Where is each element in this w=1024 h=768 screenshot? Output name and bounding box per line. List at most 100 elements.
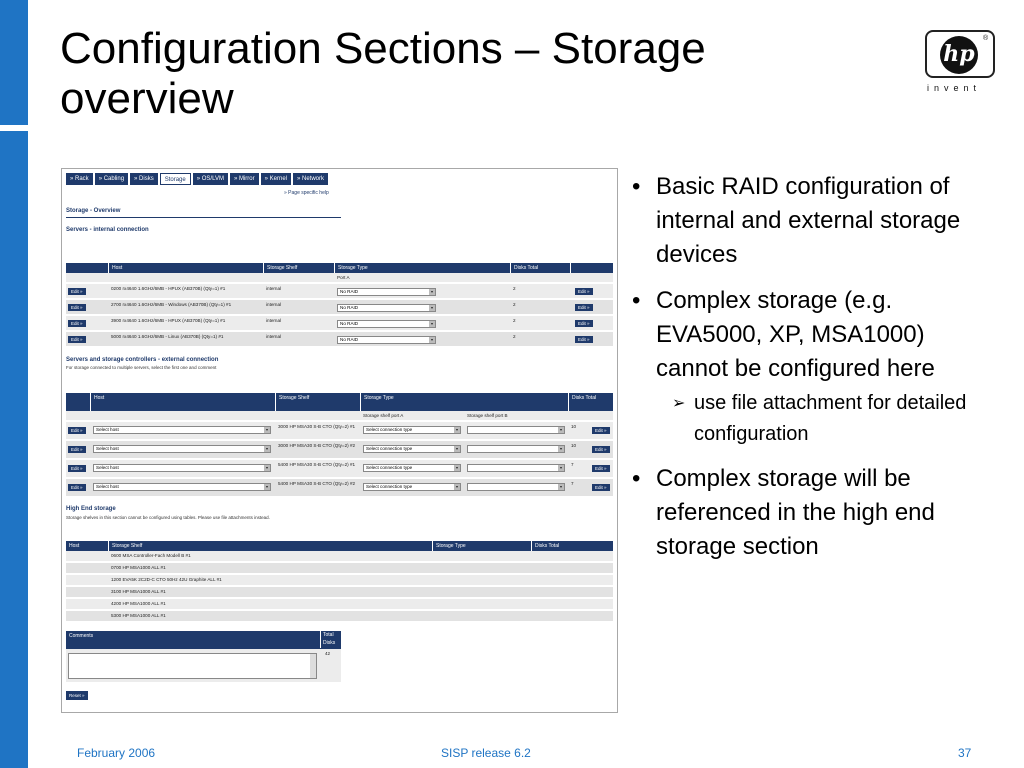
port-a-select[interactable]: Select connection type▾ xyxy=(363,445,461,453)
tab-kernel[interactable]: » Kernel xyxy=(260,173,291,185)
row-edit-button[interactable]: Edit » xyxy=(575,320,593,327)
edit-button[interactable]: Edit » xyxy=(68,288,86,295)
port-b-select[interactable]: ▾ xyxy=(467,483,565,491)
internal-col-shelf: Storage Shelf xyxy=(263,263,334,273)
tab-rack[interactable]: » Rack xyxy=(66,173,93,185)
row-edit-button[interactable]: Edit » xyxy=(575,304,593,311)
shelf-cell: internal xyxy=(266,318,282,323)
table-row: Edit » 0200 rx4640 1.6GHz/6MB - HPUX (AB… xyxy=(66,284,613,299)
internal-col-disks: Disks Total xyxy=(510,263,570,273)
row-edit-button[interactable]: Edit » xyxy=(575,336,593,343)
highend-section-title: High End storage xyxy=(66,506,116,512)
storage-type-value: No RAID xyxy=(340,321,359,326)
edit-button[interactable]: Edit » xyxy=(68,304,86,311)
tab-bar: » Rack » Cabling » Disks Storage » OS/LV… xyxy=(66,173,330,185)
external-col-disks: Disks Total xyxy=(568,393,596,411)
table-row: 1200 EVA5K 2C2D-C CTO 50Hz 42U Graphite … xyxy=(66,575,613,586)
textarea-scrollbar[interactable] xyxy=(310,654,316,678)
reset-button[interactable]: Reset » xyxy=(66,691,88,700)
highend-section-subtitle: Storage shelves in this section cannot b… xyxy=(66,515,270,520)
tab-disks[interactable]: » Disks xyxy=(130,173,158,185)
tab-os-lvm[interactable]: » OS/LVM xyxy=(192,173,228,185)
hp-logo-frame: hp ® xyxy=(925,30,995,78)
row-edit-button[interactable]: Edit » xyxy=(592,446,610,453)
port-b-select[interactable]: ▾ xyxy=(467,426,565,434)
total-label-line-2: Disks xyxy=(320,639,341,648)
port-a-select[interactable]: Select connection type ▾ xyxy=(363,464,461,472)
row-edit-button[interactable]: Edit » xyxy=(575,288,593,295)
internal-table-header: Host Storage Shelf Storage Type Disks To… xyxy=(66,263,613,273)
table-row: Edit » 3900 rx4640 1.6GHz/6MB - HPUX (AB… xyxy=(66,316,613,331)
host-select[interactable]: Select host▾ xyxy=(93,464,271,472)
total-label-line-1: Total xyxy=(320,631,341,640)
row-edit-button[interactable]: Edit » xyxy=(592,427,610,434)
side-bar-notch xyxy=(0,125,28,131)
chevron-down-icon: ▾ xyxy=(429,321,435,327)
row-edit-button[interactable]: Edit » xyxy=(592,465,610,472)
sub-bullet-item: ➢use file attachment for detailed config… xyxy=(628,388,998,450)
external-col-host: Host xyxy=(90,393,275,411)
storage-type-select[interactable]: No RAID▾ xyxy=(337,288,436,296)
port-a-select[interactable]: Select connection type▾ xyxy=(363,426,461,434)
table-row: 4200 HP MSA1000 ALL #1 xyxy=(66,599,613,610)
shelf-cell: internal xyxy=(266,302,282,307)
host-select[interactable]: Select host▾ xyxy=(93,483,271,491)
port-a-label: Port A xyxy=(337,275,350,280)
edit-button[interactable]: Edit » xyxy=(68,484,86,491)
bullet-item: •Basic RAID configuration of internal an… xyxy=(628,170,998,272)
storage-type-value: No RAID xyxy=(340,305,359,310)
shelf-cell: 5400 HP MSA30 S-B CTO (Qty=2) #1 xyxy=(278,462,356,467)
storage-type-select[interactable]: No RAID ▾ xyxy=(337,320,436,328)
bullet-dot-icon: • xyxy=(632,173,641,200)
storage-page-title: Storage - Overview xyxy=(66,208,121,214)
edit-button[interactable]: Edit » xyxy=(68,336,86,343)
host-select-value: Select host xyxy=(96,427,119,432)
shelf-cell: 3000 HP MSA30 S-B CTO (Qty=2) #1 xyxy=(278,424,356,429)
disks-cell: 2 xyxy=(513,318,516,323)
app-screenshot: » Rack » Cabling » Disks Storage » OS/LV… xyxy=(61,168,618,713)
slide-title-line-2: overview xyxy=(60,74,234,123)
bullet-item: •Complex storage will be referenced in t… xyxy=(628,462,998,564)
port-a-select-value: Select connection type xyxy=(366,465,413,470)
storage-type-value: No RAID xyxy=(340,289,359,294)
table-row: 3100 HP MSA1000 ALL #1 xyxy=(66,587,613,598)
edit-button[interactable]: Edit » xyxy=(68,446,86,453)
shelf-cell: internal xyxy=(266,286,282,291)
host-cell: 5000 rx4640 1.6GHz/6MB - Linux (AB370B) … xyxy=(111,334,224,339)
page-help-link[interactable]: » Page specific help xyxy=(284,190,329,196)
total-disks-value: 42 xyxy=(325,651,331,656)
edit-button[interactable]: Edit » xyxy=(68,320,86,327)
shelf-cell: 3100 HP MSA1000 ALL #1 xyxy=(111,589,166,594)
shelf-cell: 3000 HP MSA30 S-B CTO (Qty=2) #2 xyxy=(278,443,356,448)
comments-textarea[interactable] xyxy=(68,653,317,679)
table-row: Edit » Select host▾ 5400 HP MSA30 S-B CT… xyxy=(66,479,613,497)
tab-mirror[interactable]: » Mirror xyxy=(229,173,259,185)
table-row: 0700 HP MSA1000 ALL #1 xyxy=(66,563,613,574)
footer-release: SISP release 6.2 xyxy=(441,746,531,760)
chevron-down-icon: ▾ xyxy=(454,465,460,471)
tab-network[interactable]: » Network xyxy=(293,173,329,185)
arrow-bullet-icon: ➢ xyxy=(672,395,686,412)
tab-cabling[interactable]: » Cabling xyxy=(94,173,129,185)
host-select-value: Select host xyxy=(96,446,119,451)
external-section-subtitle: For storage connected to multiple server… xyxy=(66,365,217,370)
port-a-select[interactable]: Select connection type▾ xyxy=(363,483,461,491)
chevron-down-icon: ▾ xyxy=(454,484,460,490)
host-select[interactable]: Select host▾ xyxy=(93,426,271,434)
shelf-cell: 0600 MSA Controller-Fach Modell B #1 xyxy=(111,553,191,558)
storage-type-select[interactable]: No RAID▾ xyxy=(337,304,436,312)
table-row: 5300 HP MSA1000 ALL #1 xyxy=(66,611,613,622)
highend-col-host: Host xyxy=(69,543,80,549)
host-cell: 2700 rx4640 1.6GHz/6MB - Windows (AB370B… xyxy=(111,302,232,307)
bullet-dot-icon: • xyxy=(632,287,641,314)
host-select[interactable]: Select host▾ xyxy=(93,445,271,453)
port-b-select[interactable]: ▾ xyxy=(467,445,565,453)
port-b-select[interactable]: ▾ xyxy=(467,464,565,472)
edit-button[interactable]: Edit » xyxy=(68,427,86,434)
tab-storage[interactable]: Storage xyxy=(159,173,191,185)
edit-button[interactable]: Edit » xyxy=(68,465,86,472)
chevron-down-icon: ▾ xyxy=(558,427,564,433)
row-edit-button[interactable]: Edit » xyxy=(592,484,610,491)
storage-type-select[interactable]: No RAID▾ xyxy=(337,336,436,344)
port-a-select-value: Select connection type xyxy=(366,427,413,432)
